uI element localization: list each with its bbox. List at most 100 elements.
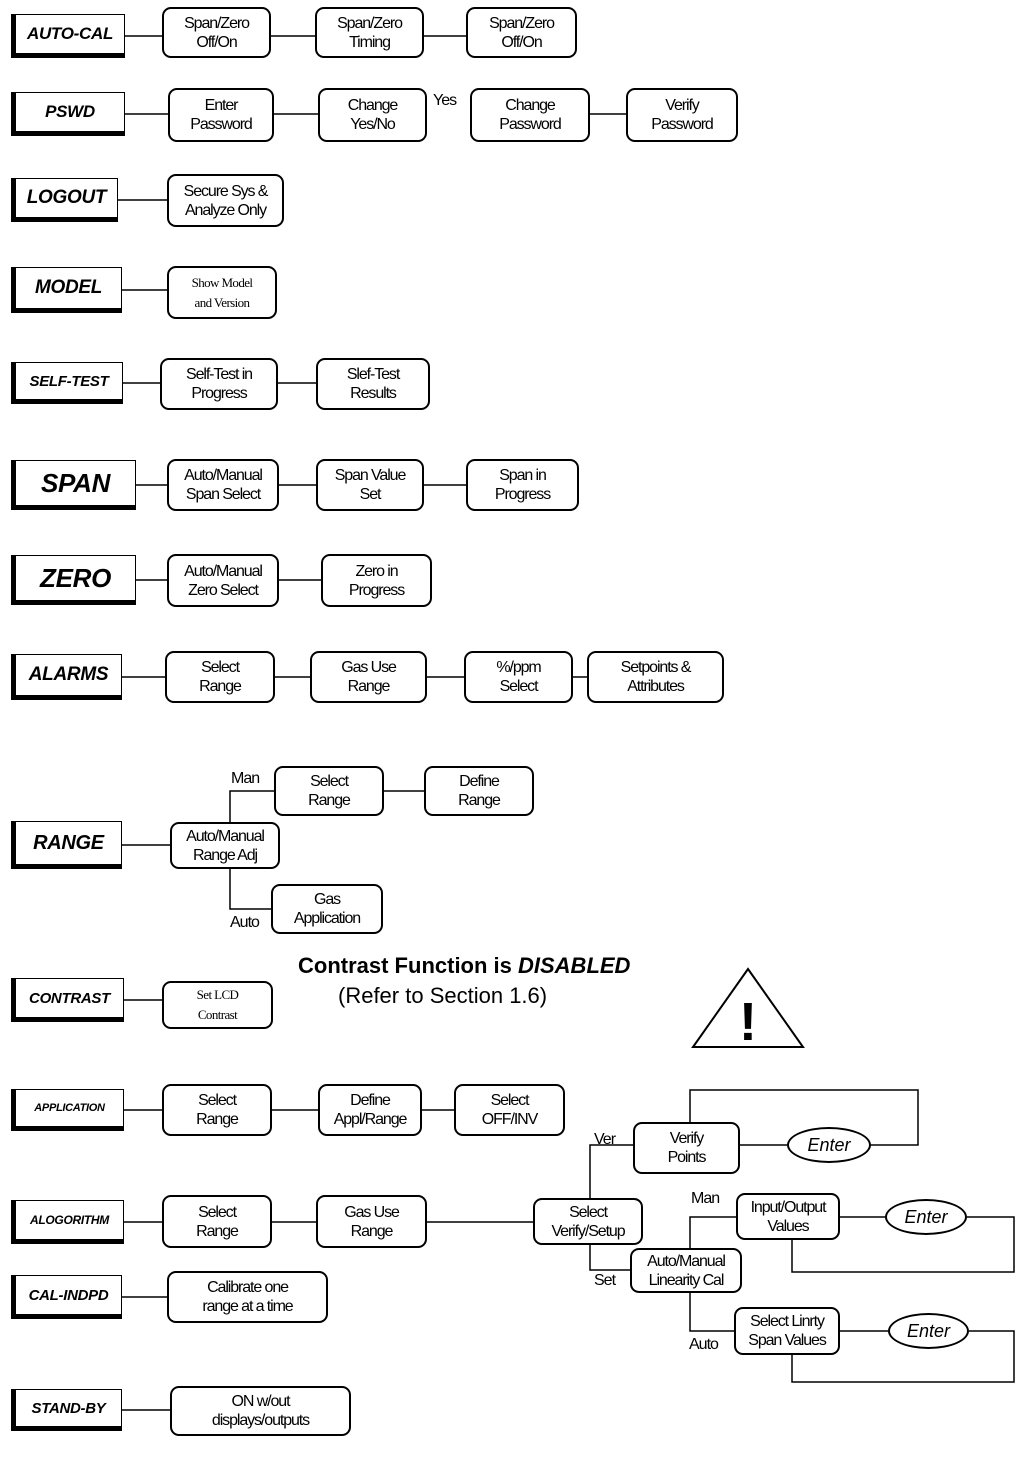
range-man-label: Man (231, 770, 260, 787)
box-line1: Secure Sys & (183, 182, 269, 200)
box-line1: Define (350, 1092, 391, 1109)
box-line2: Range (350, 1222, 394, 1240)
box-line1: Select (569, 1203, 608, 1221)
box-line1: Span in (499, 467, 547, 484)
contrast-set-lcd-box[interactable]: Set LCD Contrast (162, 981, 273, 1029)
box-line2: Verify/Setup (551, 1222, 625, 1240)
span-in-progress-box[interactable]: Span in Progress (466, 459, 579, 511)
menu-logout[interactable]: LOGOUT (11, 178, 118, 222)
alarms-setpoints-box[interactable]: Setpoints &Attributes (587, 651, 724, 703)
box-line1: Span/Zero (184, 14, 250, 32)
menu-selftest[interactable]: SELF-TEST (11, 362, 123, 404)
box-line1: Setpoints & (620, 659, 692, 676)
box-line2: Progress (494, 486, 551, 503)
menu-algorithm[interactable]: ALOGORITHM (11, 1200, 124, 1244)
menu-alarms[interactable]: ALARMS (11, 654, 122, 700)
note-prefix: Contrast Function is (298, 953, 518, 978)
box-line2: Range (347, 678, 391, 695)
enter-verify-oval[interactable]: Enter (787, 1127, 871, 1163)
menu-model[interactable]: MODEL (11, 267, 122, 313)
box-line2: Span Select (185, 486, 261, 503)
box-line1: Zero in (355, 562, 398, 580)
enter-io-oval[interactable]: Enter (885, 1199, 967, 1235)
menu-contrast[interactable]: CONTRAST (11, 978, 124, 1022)
menu-span[interactable]: SPAN (11, 460, 136, 510)
box-line1: Verify (669, 1130, 705, 1147)
box-line2: and Version (194, 294, 251, 310)
box-line1: Gas (313, 891, 341, 908)
box-line2: Application (293, 910, 361, 927)
box-line1: Set LCD (196, 987, 239, 1002)
box-line1: Gas Use (344, 1203, 400, 1221)
warning-triangle-icon (691, 967, 805, 1048)
box-line2: Yes/No (350, 116, 396, 133)
box-line1: Span/Zero (337, 14, 403, 32)
box-line2: Points (667, 1149, 707, 1166)
logout-secure-box[interactable]: Secure Sys &Analyze Only (167, 174, 284, 227)
box-line2: OFF/INV (481, 1111, 539, 1128)
box-line1: Self-Test in (186, 366, 253, 383)
menu-zero[interactable]: ZERO (11, 555, 136, 605)
algorithm-auto-label: Auto (689, 1336, 719, 1353)
pswd-yes-label: Yes (433, 92, 457, 109)
box-line2: Timing (349, 33, 391, 51)
menu-range[interactable]: RANGE (11, 821, 122, 869)
algorithm-man-label: Man (691, 1190, 720, 1207)
menu-calindpd[interactable]: CAL-INDPD (11, 1275, 122, 1319)
box-line1: Span/Zero (489, 14, 555, 32)
enter-span-oval[interactable]: Enter (888, 1313, 969, 1349)
box-line2: Password (190, 116, 253, 133)
box-line2: Contrast (197, 1007, 238, 1022)
box-line2: Analyze Only (184, 201, 267, 219)
menu-pswd[interactable]: PSWD (11, 92, 125, 136)
box-line1: Auto/Manual (184, 467, 263, 484)
algorithm-ver-label: Ver (594, 1131, 616, 1148)
box-line2: Range (196, 1222, 239, 1240)
menu-standby[interactable]: STAND-BY (11, 1389, 122, 1431)
box-line2: Span Values (748, 1332, 827, 1349)
menu-application[interactable]: APPLICATION (11, 1089, 124, 1131)
box-line1: Input/Output (750, 1198, 827, 1216)
box-line1: Select (310, 773, 349, 790)
box-line2: Range (196, 1111, 239, 1128)
box-line1: %/ppm (496, 659, 541, 676)
menu-autocal[interactable]: AUTO-CAL (11, 14, 125, 58)
algorithm-set-label: Set (594, 1272, 616, 1289)
box-line2: Set (359, 486, 382, 503)
box-line1: Select (198, 1203, 237, 1221)
